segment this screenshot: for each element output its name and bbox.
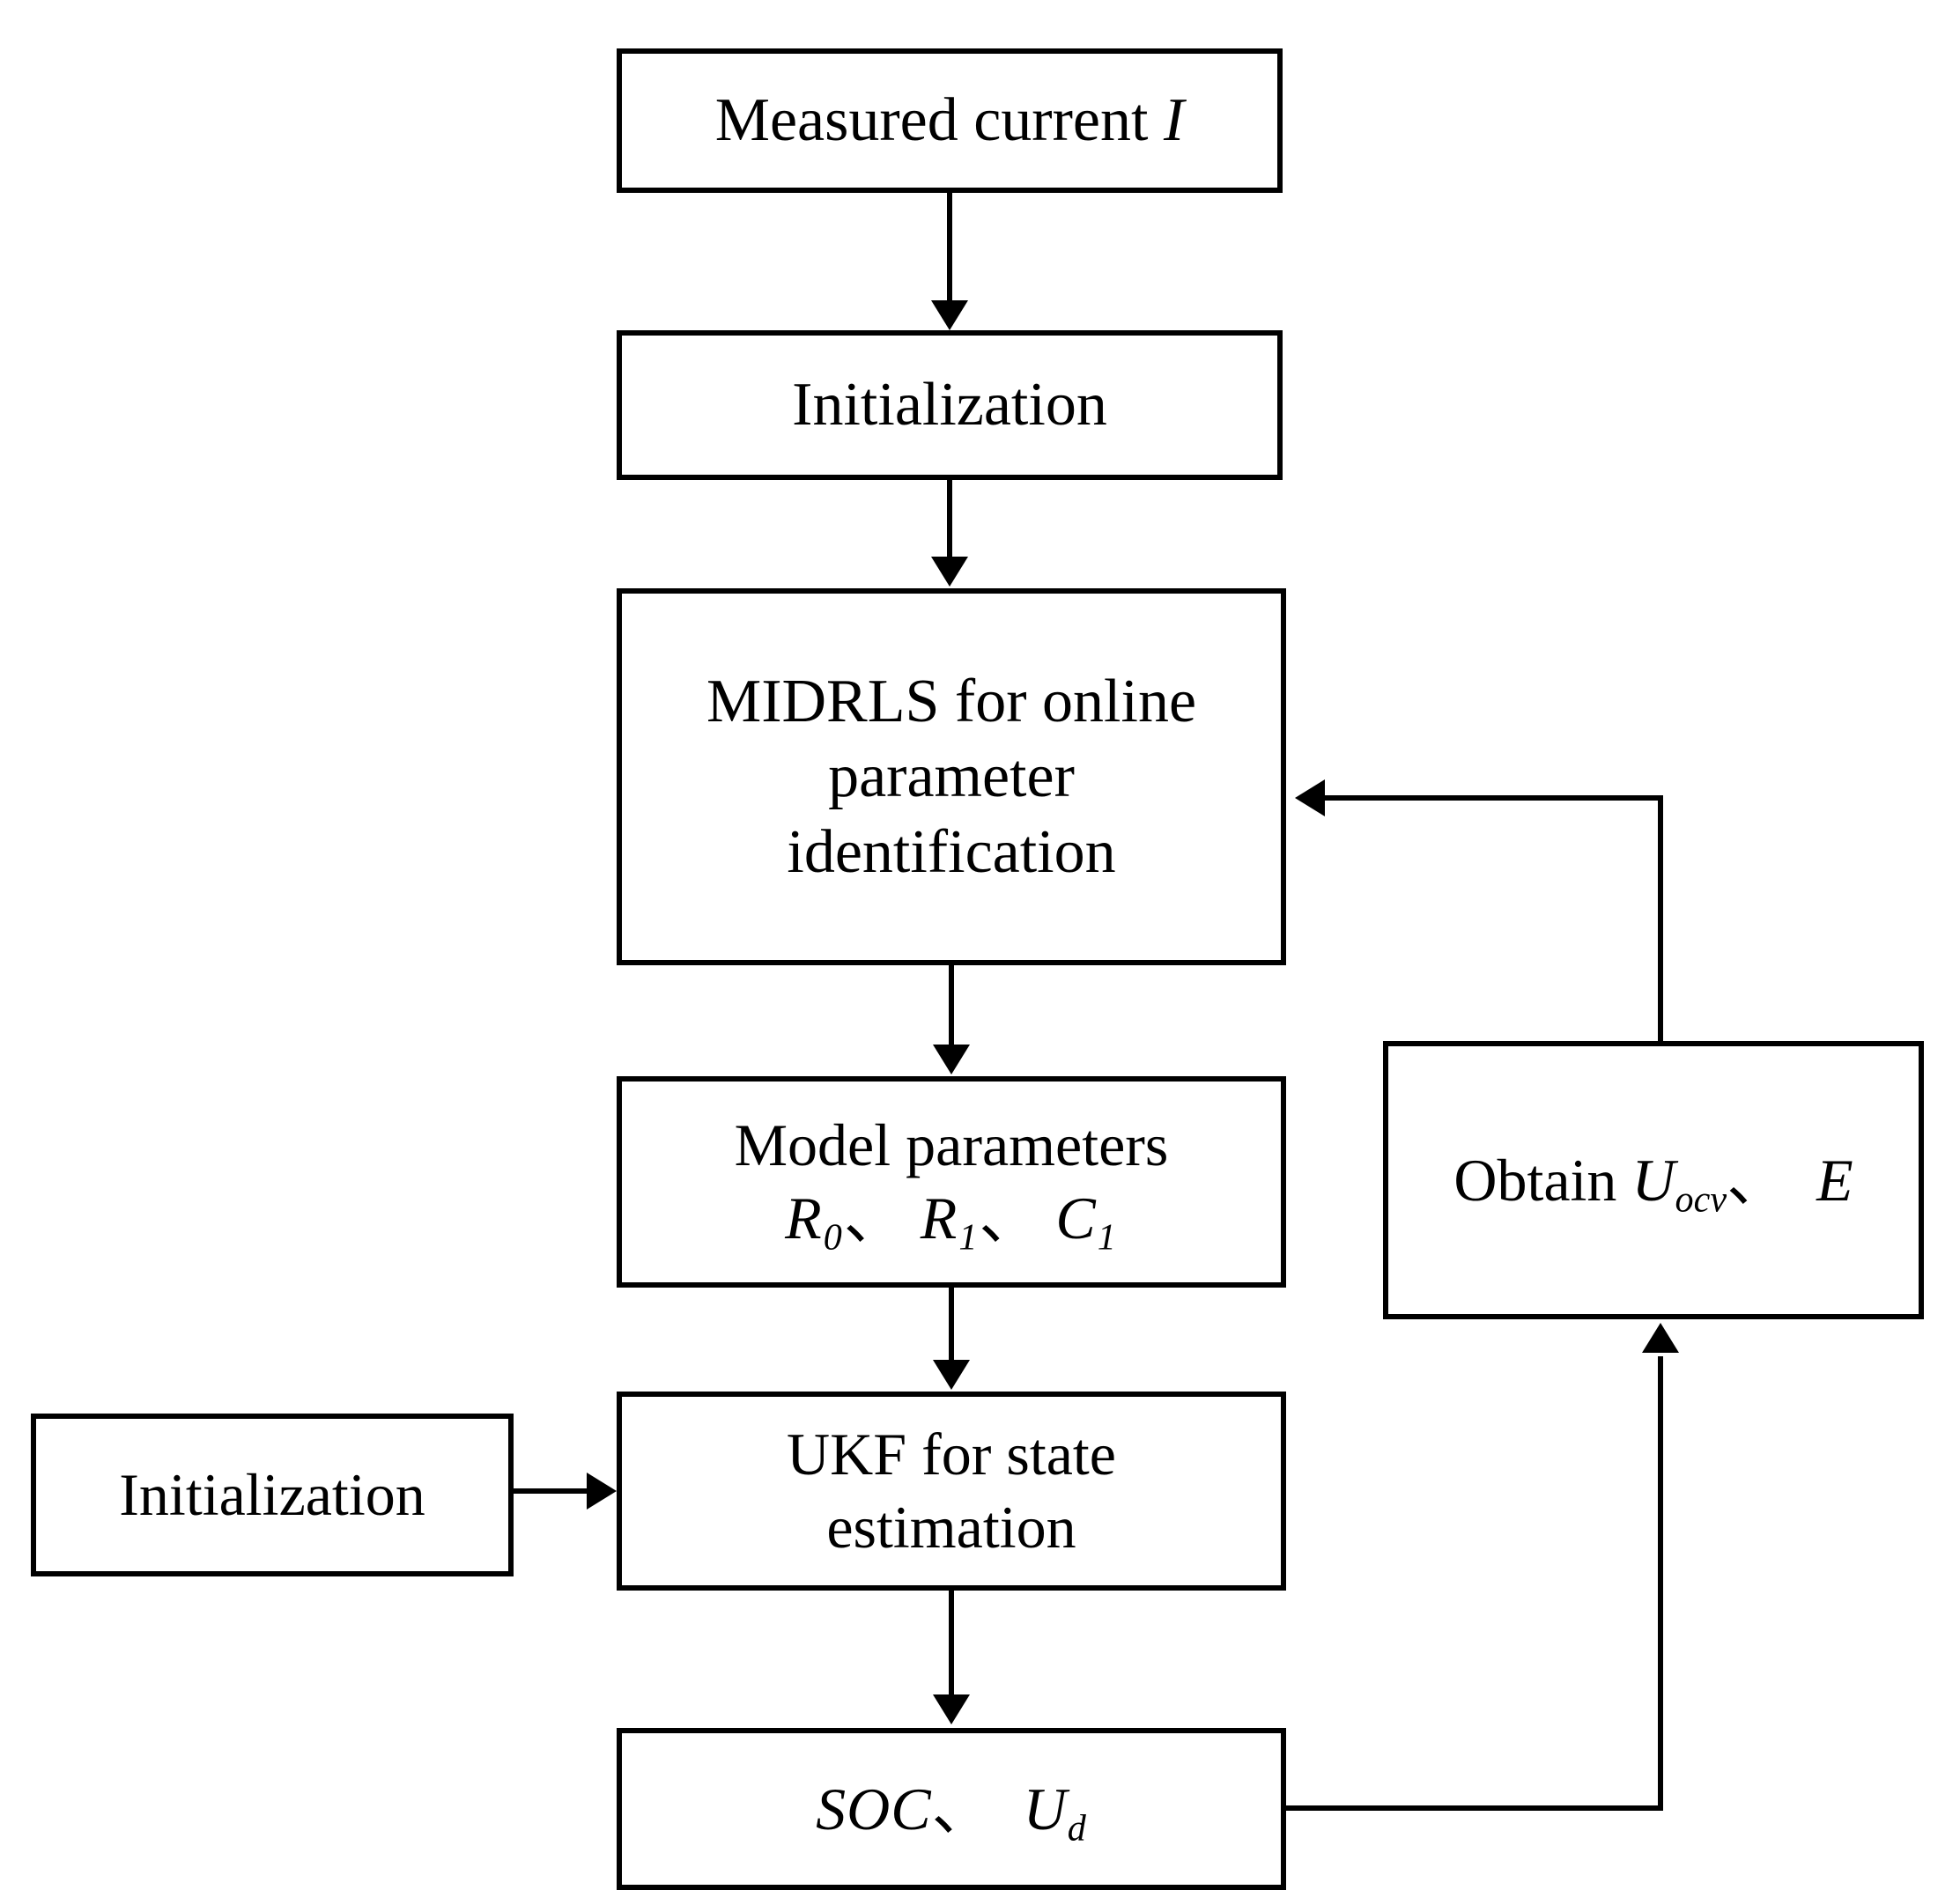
node-model-parameters-title: Model parameters bbox=[734, 1111, 1169, 1179]
symbol-C1-subscript: 1 bbox=[1097, 1216, 1118, 1259]
separator-soc: 、 bbox=[931, 1775, 992, 1842]
symbol-R1-subscript: 1 bbox=[958, 1216, 980, 1259]
symbol-R0: R bbox=[785, 1185, 824, 1251]
edge-obtain-to-midrls-arrowhead bbox=[1295, 779, 1325, 816]
symbol-R0-subscript: 0 bbox=[823, 1216, 844, 1259]
symbol-E: E bbox=[1816, 1146, 1853, 1214]
edge-obtain-to-midrls-vertical bbox=[1658, 795, 1663, 1044]
edge-params-to-ukf-arrowhead bbox=[933, 1360, 970, 1390]
edge-ukf-to-soc-line bbox=[949, 1591, 954, 1696]
node-initialization-left[interactable]: Initialization bbox=[31, 1414, 514, 1576]
node-soc-output[interactable]: SOC、 Ud bbox=[617, 1728, 1286, 1890]
node-midrls-line2: parameter bbox=[828, 742, 1075, 811]
node-measured-current[interactable]: Measured current I bbox=[617, 48, 1283, 193]
node-model-parameters[interactable]: Model parameters R0、 R1、 C1 bbox=[617, 1076, 1286, 1288]
node-initialization-top[interactable]: Initialization bbox=[617, 330, 1283, 480]
symbol-R1: R bbox=[920, 1185, 959, 1251]
node-obtain-label: Obtain Uocv、 E bbox=[1453, 1146, 1853, 1221]
edge-initleft-to-ukf-arrowhead bbox=[587, 1473, 617, 1510]
node-midrls[interactable]: MIDRLS for online parameter identificati… bbox=[617, 588, 1286, 965]
edge-obtain-to-midrls-horizontal bbox=[1325, 795, 1663, 801]
symbol-current-I: I bbox=[1163, 86, 1185, 155]
node-ukf-line1: UKF for state bbox=[787, 1421, 1116, 1488]
edge-soc-to-obtain-vertical bbox=[1658, 1356, 1663, 1808]
node-obtain[interactable]: Obtain Uocv、 E bbox=[1383, 1041, 1924, 1319]
node-initialization-top-label: Initialization bbox=[792, 371, 1107, 439]
edge-measured-to-init-arrowhead bbox=[931, 300, 968, 330]
node-midrls-line3: identification bbox=[787, 817, 1116, 886]
edge-init-to-midrls-line bbox=[947, 480, 952, 558]
node-initialization-left-label: Initialization bbox=[119, 1461, 425, 1529]
edge-midrls-to-params-line bbox=[949, 965, 954, 1046]
node-soc-output-label: SOC、 Ud bbox=[816, 1773, 1087, 1849]
edge-midrls-to-params-arrowhead bbox=[933, 1045, 970, 1074]
edge-soc-to-obtain-arrowhead bbox=[1642, 1323, 1679, 1353]
edge-measured-to-init-line bbox=[947, 193, 952, 302]
node-ukf-line2: estimation bbox=[826, 1494, 1076, 1561]
edge-ukf-to-soc-arrowhead bbox=[933, 1694, 970, 1724]
separator-2: 、 bbox=[979, 1185, 1039, 1251]
node-midrls-line1: MIDRLS for online bbox=[706, 667, 1197, 735]
symbol-Uocv-subscript: ocv bbox=[1675, 1178, 1727, 1221]
edge-init-to-midrls-arrowhead bbox=[931, 557, 968, 587]
node-ukf[interactable]: UKF for state estimation bbox=[617, 1392, 1286, 1591]
symbol-Ud: U bbox=[1023, 1775, 1068, 1842]
symbol-Ud-subscript: d bbox=[1067, 1807, 1087, 1849]
edge-params-to-ukf-line bbox=[949, 1288, 954, 1362]
edge-initleft-to-ukf-line bbox=[514, 1488, 589, 1494]
edge-soc-to-obtain-horizontal bbox=[1283, 1805, 1663, 1811]
separator-1: 、 bbox=[843, 1185, 904, 1251]
node-measured-current-label: Measured current I bbox=[714, 86, 1185, 155]
node-model-parameters-symbols: R0、 R1、 C1 bbox=[785, 1182, 1118, 1256]
separator-obtain: 、 bbox=[1727, 1146, 1787, 1214]
symbol-SOC: SOC bbox=[816, 1775, 932, 1842]
symbol-C1: C bbox=[1055, 1185, 1098, 1251]
symbol-Uocv: U bbox=[1631, 1146, 1675, 1214]
